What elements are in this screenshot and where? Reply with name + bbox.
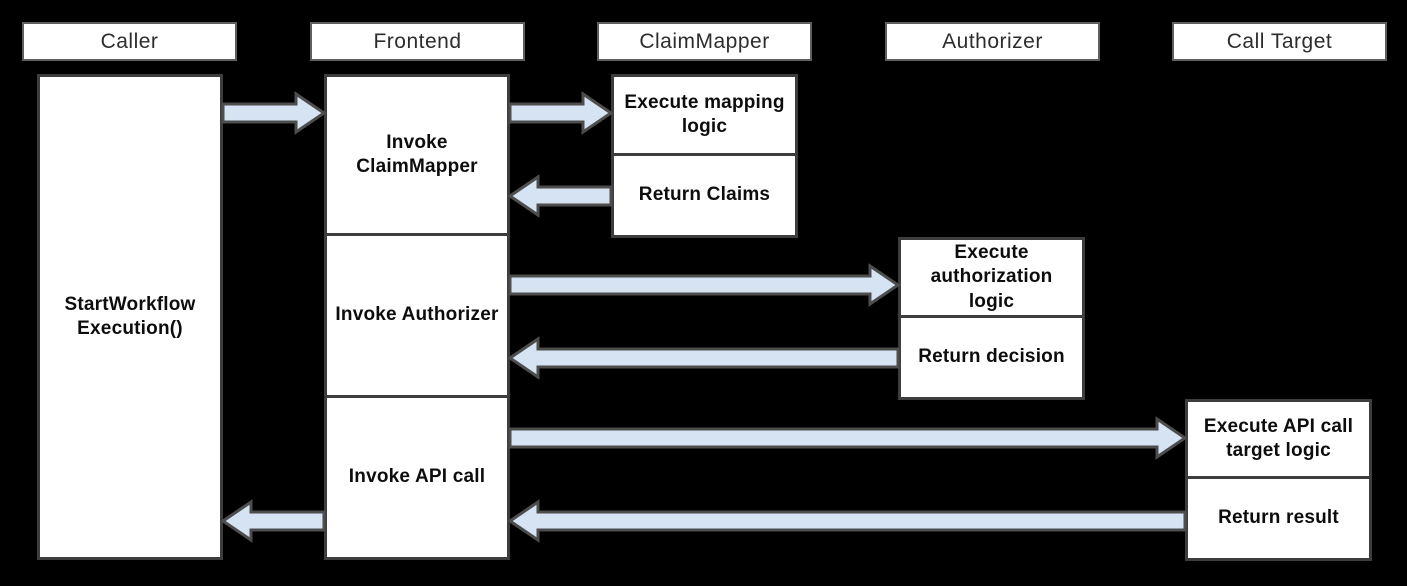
lane-header-frontend: Frontend [310, 22, 525, 61]
task-invoke-api-call: Invoke API call [324, 395, 510, 560]
arrow-caller-to-frontend [221, 91, 327, 135]
task-startworkflowexecution: StartWorkflow Execution() [37, 74, 223, 560]
arrow-claimmapper-to-frontend [507, 174, 613, 218]
task-return-result: Return result [1185, 476, 1372, 561]
task-return-decision: Return decision [898, 315, 1085, 400]
arrow-calltarget-to-frontend [507, 499, 1187, 543]
lane-header-authorizer: Authorizer [885, 22, 1100, 61]
arrow-frontend-to-calltarget [508, 416, 1188, 460]
lane-header-claimmapper: ClaimMapper [597, 22, 812, 61]
task-invoke-authorizer: Invoke Authorizer [324, 233, 510, 398]
arrow-frontend-to-caller [220, 499, 326, 543]
task-execute-mapping-logic: Execute mapping logic [611, 74, 798, 156]
arrow-frontend-to-authorizer [508, 263, 901, 307]
arrow-authorizer-to-frontend [507, 336, 900, 380]
task-execute-authorization-logic: Execute authorization logic [898, 237, 1085, 318]
task-return-claims: Return Claims [611, 153, 798, 238]
lane-header-calltarget: Call Target [1172, 22, 1387, 61]
lane-header-caller: Caller [22, 22, 237, 61]
task-invoke-claimmapper: Invoke ClaimMapper [324, 74, 510, 236]
arrow-frontend-to-claimmapper [508, 91, 614, 135]
task-execute-api-call-target-logic: Execute API call target logic [1185, 399, 1372, 479]
